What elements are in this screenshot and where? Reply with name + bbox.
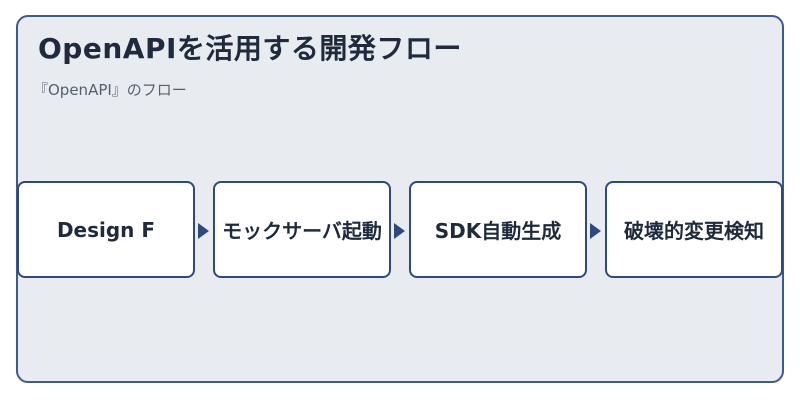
arrow-right-icon [198,223,209,239]
step-design: Design F [17,181,195,278]
step-mock-server: モックサーバ起動 [213,181,391,278]
arrow-right-icon [394,223,405,239]
diagram-title: OpenAPIを活用する開発フロー [38,32,462,65]
arrow-right-icon [590,223,601,239]
diagram-subtitle: 『OpenAPI』のフロー [33,81,187,99]
step-breaking-change-detection: 破壊的変更検知 [605,181,783,278]
step-sdk-generation: SDK自動生成 [409,181,587,278]
